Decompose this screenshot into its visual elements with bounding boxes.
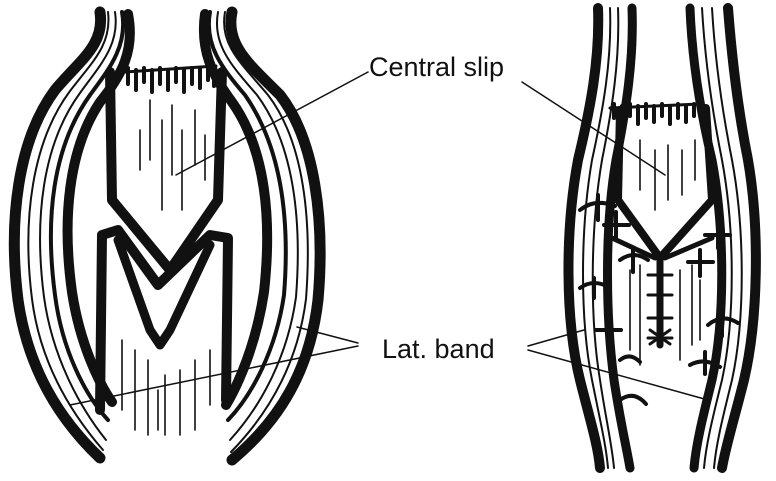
left-finger-illustration <box>14 12 368 460</box>
right-finger-illustration <box>522 8 756 468</box>
central-slip-label: Central slip <box>369 54 504 81</box>
lateral-band-label: Lat. band <box>382 336 495 363</box>
lat-band-leader-left-2 <box>70 346 358 405</box>
right-lateral-band-right <box>690 8 756 468</box>
